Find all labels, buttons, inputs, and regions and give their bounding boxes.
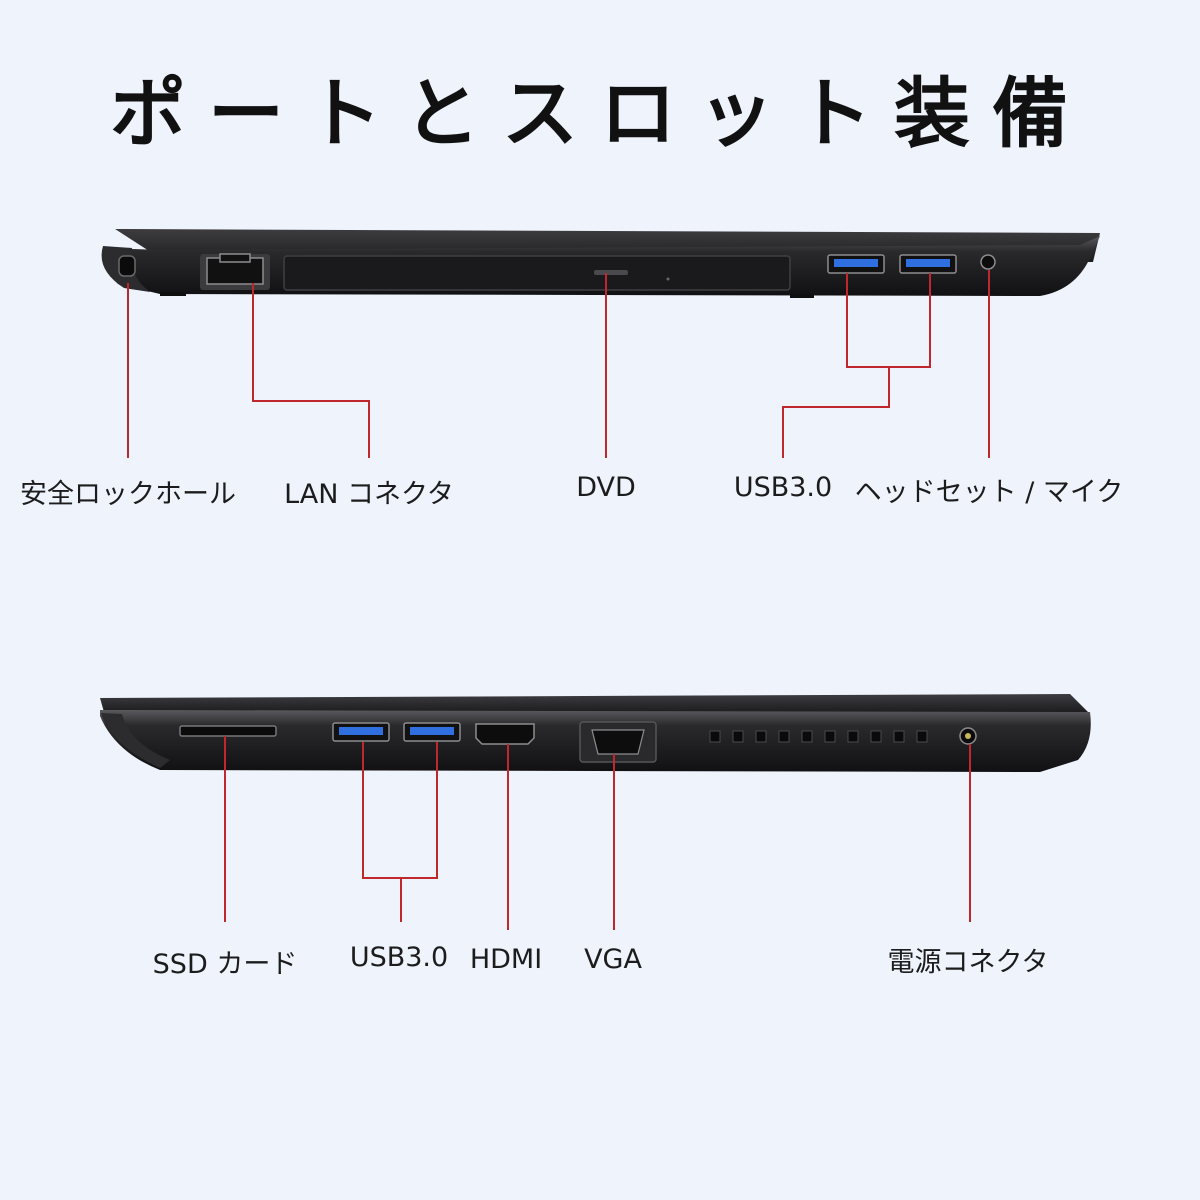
dvd-indicator bbox=[666, 277, 670, 281]
laptop-left-side-view bbox=[101, 229, 1101, 298]
dvd-drive bbox=[283, 255, 791, 291]
usb-port-3-tongue bbox=[339, 727, 383, 735]
dvd-eject-button bbox=[594, 270, 628, 275]
hdmi-port bbox=[475, 723, 535, 745]
label-power: 電源コネクタ bbox=[887, 947, 1049, 978]
usb-port-2-tongue bbox=[906, 259, 950, 267]
usb-port-4-tongue bbox=[410, 727, 454, 735]
usb-port-1-tongue bbox=[834, 259, 878, 267]
headset-jack bbox=[980, 254, 996, 270]
security-lock-hole bbox=[118, 255, 136, 277]
front-curve bbox=[101, 713, 170, 768]
vga-port bbox=[591, 729, 645, 755]
vent-grille bbox=[709, 730, 928, 743]
label-card: SSD カード bbox=[152, 949, 298, 980]
foot-right bbox=[790, 294, 814, 298]
label-vga: VGA bbox=[584, 944, 642, 975]
label-headset: ヘッドセット / マイク bbox=[854, 477, 1124, 508]
foot-left bbox=[160, 292, 186, 296]
label-usb-bottom: USB3.0 bbox=[349, 942, 449, 973]
page-title: ポートとスロット装備 bbox=[110, 69, 1090, 158]
card-slot bbox=[179, 725, 277, 737]
lid-edge bbox=[100, 694, 1088, 712]
label-dvd: DVD bbox=[576, 472, 636, 503]
label-usb-top: USB3.0 bbox=[733, 472, 833, 503]
laptop-right-side-view bbox=[100, 694, 1091, 772]
label-security-lock: 安全ロックホール bbox=[20, 479, 236, 510]
label-hdmi: HDMI bbox=[469, 944, 543, 975]
power-jack-pin bbox=[965, 733, 971, 739]
lan-port-notch bbox=[219, 253, 251, 263]
leader-usb bbox=[782, 367, 890, 458]
label-lan: LAN コネクタ bbox=[284, 479, 454, 510]
